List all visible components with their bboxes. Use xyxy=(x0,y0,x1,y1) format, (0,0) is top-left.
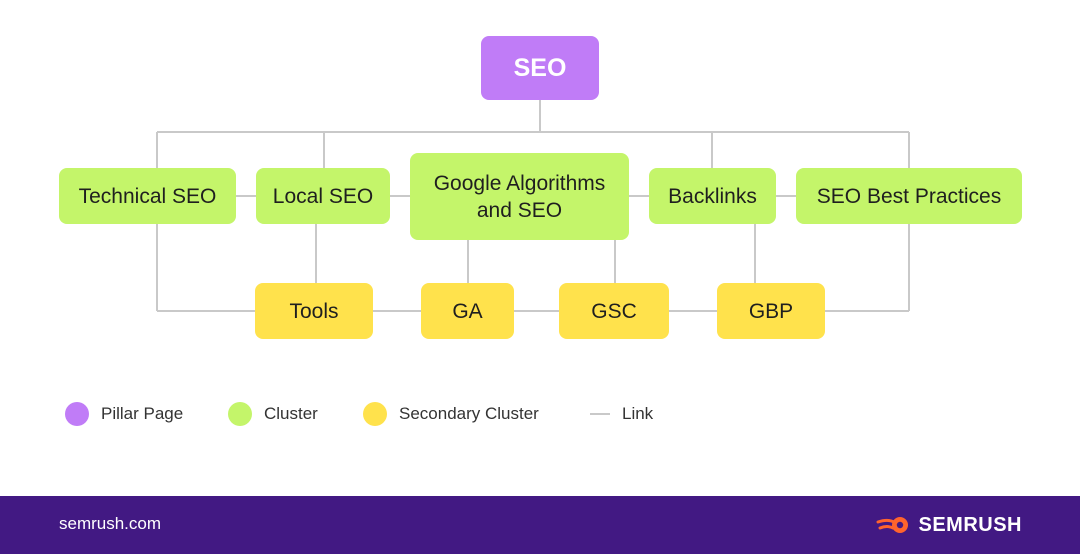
footer-bar: semrush.com SEMRUSH xyxy=(0,496,1080,554)
secondary-node-gsc: GSC xyxy=(559,283,669,339)
cluster-label: SEO Best Practices xyxy=(816,184,1002,208)
cluster-node-seo-best-practices: SEO Best Practices xyxy=(796,168,1022,224)
secondary-label: GBP xyxy=(748,299,794,323)
cluster-node-google-algorithms: Google Algorithms and SEO xyxy=(410,153,629,240)
secondary-label: GA xyxy=(452,299,483,323)
brand-wordmark: SEMRUSH xyxy=(918,513,1022,536)
cluster-label: Google Algorithms and SEO xyxy=(433,171,606,222)
pillar-node-seo: SEO xyxy=(481,36,599,100)
secondary-label: GSC xyxy=(591,299,637,323)
legend-label: Link xyxy=(622,404,654,423)
legend-item-secondary-cluster: Secondary Cluster xyxy=(363,400,539,428)
secondary-node-tools: Tools xyxy=(255,283,373,339)
semrush-flame-icon xyxy=(876,517,909,533)
cluster-swatch xyxy=(228,402,252,426)
legend-label: Cluster xyxy=(264,404,318,423)
pillar-swatch xyxy=(65,402,89,426)
cluster-node-local-seo: Local SEO xyxy=(256,168,390,224)
secondary-node-gbp: GBP xyxy=(717,283,825,339)
semrush-logo: SEMRUSH xyxy=(876,510,1022,540)
cluster-node-technical-seo: Technical SEO xyxy=(59,168,236,224)
legend-item-pillar-page: Pillar Page xyxy=(65,400,183,428)
cluster-label: Local SEO xyxy=(272,184,374,208)
topic-cluster-diagram: SEO Technical SEO Local SEO Google Algor… xyxy=(59,36,1022,339)
link-lines xyxy=(156,100,910,312)
legend-label: Pillar Page xyxy=(101,404,184,423)
legend-item-cluster: Cluster xyxy=(228,400,318,428)
secondary-swatch xyxy=(363,402,387,426)
cluster-label: Backlinks xyxy=(668,184,757,208)
pillar-label: SEO xyxy=(513,53,567,82)
secondary-node-ga: GA xyxy=(421,283,514,339)
legend-label: Secondary Cluster xyxy=(399,404,539,423)
legend-item-link: Link xyxy=(590,400,653,428)
footer-url[interactable]: semrush.com xyxy=(59,514,162,533)
cluster-label: Technical SEO xyxy=(78,184,217,208)
secondary-label: Tools xyxy=(289,299,339,323)
link-swatch xyxy=(590,413,610,415)
cluster-node-backlinks: Backlinks xyxy=(649,168,776,224)
